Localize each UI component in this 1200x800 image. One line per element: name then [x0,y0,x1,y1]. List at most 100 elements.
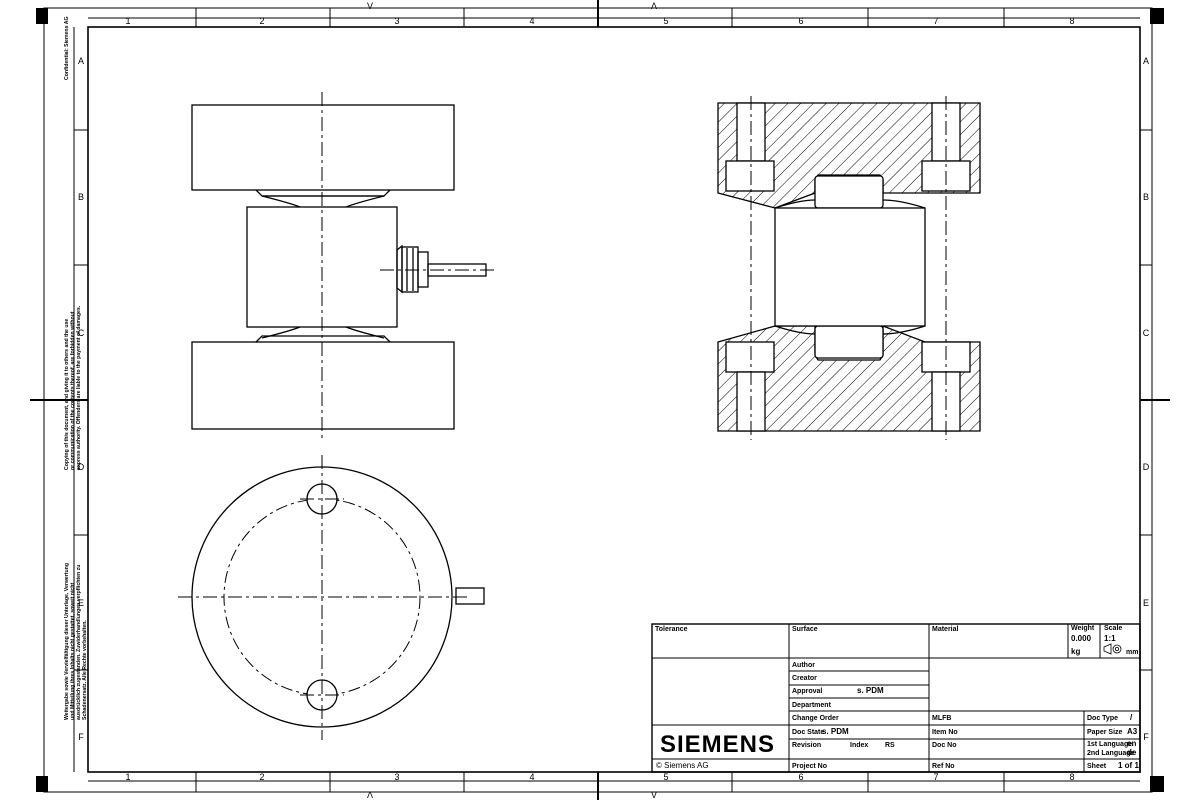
creator-label: Creator [792,675,817,682]
legal-note: Weitergabe sowie Vervielfältigung dieser… [64,16,88,720]
legal-note-line: und Mitteilung ihres Inhalts nicht gesta… [70,583,76,720]
column-label: 3 [394,772,399,782]
row-label: B [1143,192,1149,202]
paper-size-label: Paper Size [1087,729,1123,736]
sheet-frame [30,0,1170,800]
column-label: 4 [529,16,534,26]
upper-ring [255,189,391,197]
scale-value: 1:1 [1104,634,1116,643]
weight-value: 0.000 [1071,634,1092,643]
upper-pad [814,175,884,209]
doc-type-value: / [1130,713,1133,722]
approval-value: s. PDM [857,686,884,695]
project-label: Project No [792,763,827,770]
row-label: C [78,328,85,338]
row-label: E [1143,598,1149,608]
title-block: Tolerance Surface Material Weight 0.000 … [651,623,1141,773]
column-labels-bottom: 1 2 3 4 5 6 7 8 [125,772,1074,782]
center-mark-labels: V Λ Λ V [367,1,657,800]
surface-label: Surface [792,626,818,633]
center-mark-label: Λ [651,1,657,11]
row-label: A [1143,56,1149,66]
column-label: 7 [933,16,938,26]
column-label: 4 [529,772,534,782]
lower-pad [814,325,884,359]
mlfb-label: MLFB [932,715,951,722]
author-label: Author [792,662,815,669]
row-label: D [1143,462,1150,472]
legal-note-line: Weitergabe sowie Vervielfältigung dieser… [64,563,70,720]
column-zone-strip-bottom [88,772,1140,792]
doc-state-value: s. PDM [822,727,849,736]
index-label: Index [850,742,868,749]
center-mark-label: Λ [367,790,373,800]
upper-flange-section [717,102,981,209]
row-label: B [78,192,84,202]
revision-label: Revision [792,742,821,749]
section-view [717,96,981,440]
material-label: Material [932,626,959,633]
upper-flange [191,104,455,191]
column-labels-top: 1 2 3 4 5 6 7 8 [125,16,1074,26]
column-label: 2 [259,772,264,782]
item-no-label: Item No [932,729,958,736]
lang1-value: en [1127,739,1136,748]
column-label: 6 [798,16,803,26]
paper-size-value: A3 [1127,727,1138,736]
tolerance-label: Tolerance [655,626,688,633]
doc-no-label: Doc No [932,742,957,749]
doc-state-label: Doc State [792,729,824,736]
column-label: 5 [663,16,668,26]
column-label: 8 [1069,772,1074,782]
row-zone-strip [73,27,1153,772]
legal-note-line: or communication of the contents thereof… [70,311,76,470]
lower-flange [191,341,455,430]
column-label: 2 [259,16,264,26]
sheet-value: 1 of 1 [1118,761,1139,770]
doc-type-label: Doc Type [1087,715,1118,722]
legal-note-line: express authority. Offenders are liable … [76,305,82,470]
legal-note-line: ausdrücklich zugestanden. Zuwiderhandlun… [76,565,82,720]
column-label: 8 [1069,16,1074,26]
legal-note-line: Copying of this document, and giving it … [64,319,70,470]
ref-no-label: Ref No [932,763,955,770]
column-label: 7 [933,772,938,782]
cable-gland [396,244,487,294]
legal-note-line: Confidential: Siemens AG [64,16,70,80]
legal-note-line: Schadenersatz. Alle Rechte vorbehalten. [82,620,88,720]
column-label: 1 [125,16,130,26]
index-value: RS [885,742,895,749]
row-label: F [1143,732,1149,742]
row-label: D [78,462,85,472]
sheet-label: Sheet [1087,763,1107,770]
cable-stub-top [455,587,485,605]
row-label: A [78,56,84,66]
column-label: 5 [663,772,668,782]
unit-value: mm [1126,649,1138,656]
center-mark-label: V [367,1,373,11]
row-label: F [78,732,84,742]
department-label: Department [792,702,832,709]
scale-label: Scale [1104,625,1122,632]
lang1-label: 1st Language [1087,741,1132,748]
lower-ring [255,335,391,343]
row-labels-right: A B C D E F [1143,56,1150,742]
top-view [178,455,485,740]
change-order-label: Change Order [792,715,839,722]
row-labels-left: A B C D E F [78,56,85,742]
row-label: E [78,598,84,608]
siemens-logo: SIEMENS [660,731,775,758]
weight-label: Weight [1071,625,1095,632]
weight-unit: kg [1071,647,1080,656]
center-mark-label: V [651,790,657,800]
column-zone-strip-top [88,8,1140,27]
lang2-value: de [1127,748,1137,757]
column-label: 3 [394,16,399,26]
copyright-text: © Siemens AG [656,761,709,770]
row-label: C [1143,328,1150,338]
column-label: 6 [798,772,803,782]
column-label: 1 [125,772,130,782]
front-view [191,92,496,440]
lang2-label: 2nd Language [1087,750,1135,757]
